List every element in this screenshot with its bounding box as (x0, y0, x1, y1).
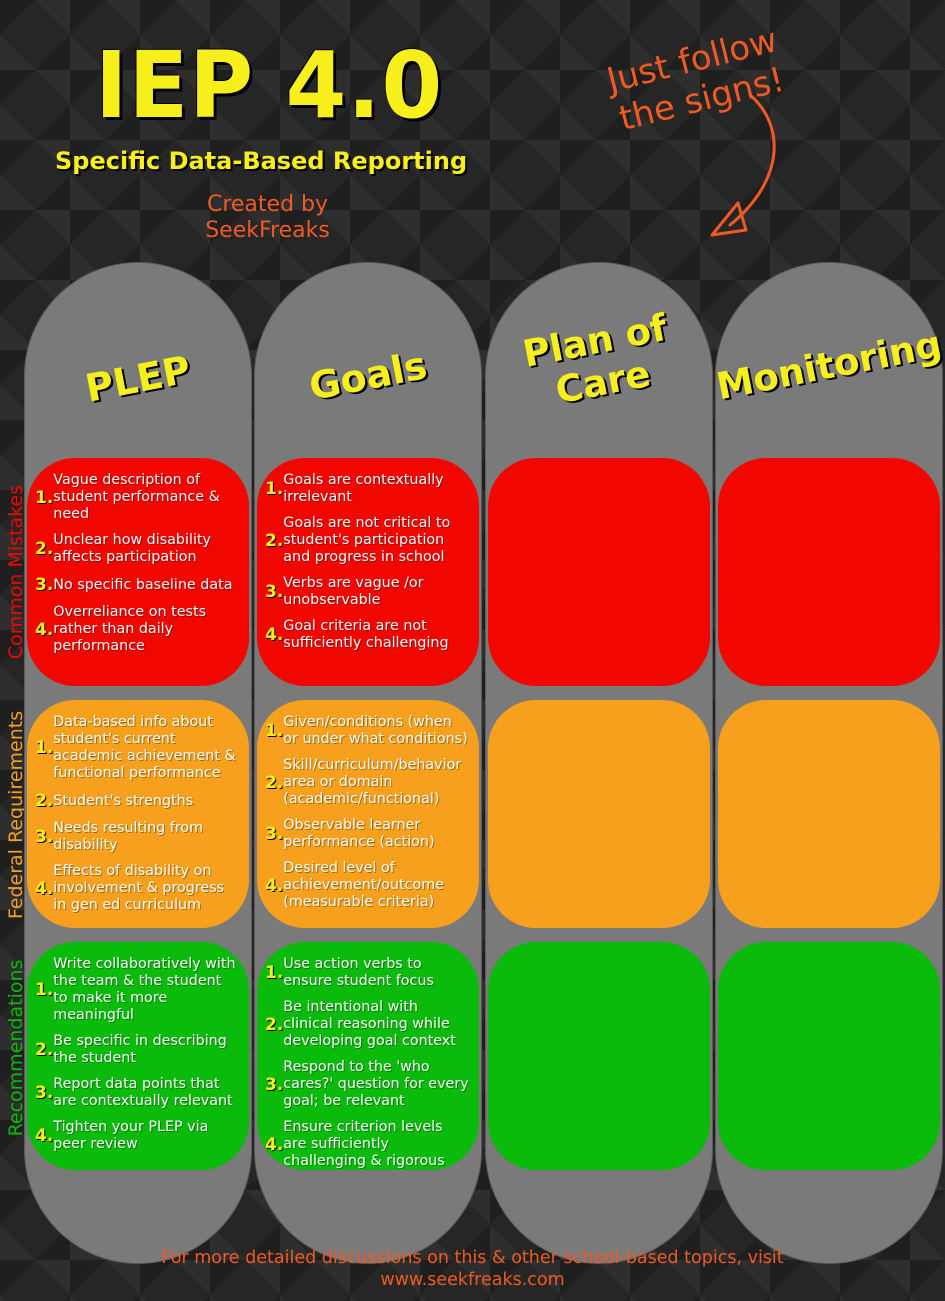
list-item: 1.Goals are contextually irrelevant (265, 472, 444, 505)
list-item: 2.Be specific in describing the student (35, 1033, 227, 1066)
list-item: 3.Respond to the 'who cares?' question f… (265, 1059, 469, 1109)
list-item: 3.Needs resulting from disability (35, 820, 204, 853)
list-item: 3.Report data points that are contextual… (35, 1076, 233, 1109)
goals-recommendations: 1.Use action verbs to ensure student foc… (257, 942, 479, 1170)
page-title: IEP 4.0 (95, 32, 444, 139)
plan-of-care-recommendations (488, 942, 710, 1170)
list-item: 1.Use action verbs to ensure student foc… (265, 956, 434, 989)
list-item: 2.Be intentional with clinical reasoning… (265, 999, 456, 1049)
page-subtitle: Specific Data-Based Reporting (55, 147, 468, 175)
list-item: 1.Given/conditions (when or under what c… (265, 714, 468, 747)
curved-arrow-icon (710, 93, 776, 237)
list-item: 1.Vague description of student performan… (35, 472, 220, 522)
column-monitoring: Monitoring (712, 262, 945, 1264)
plan-of-care-common-mistakes (488, 458, 710, 686)
list-item: 3.Verbs are vague /or unobservable (265, 575, 424, 608)
list-item: 4.Tighten your PLEP via peer review (35, 1119, 209, 1152)
list-item: 2.Student's strengths (35, 791, 194, 811)
list-item: 4.Overreliance on tests rather than dail… (35, 604, 207, 654)
list-item: 4.Ensure criterion levels are sufficient… (265, 1119, 445, 1169)
footer-text: For more detailed discussions on this & … (161, 1248, 784, 1268)
column-plep: PLEP 1.Vague description of student perf… (24, 262, 252, 1264)
list-item: 4.Goal criteria are not sufficiently cha… (265, 618, 449, 651)
plep-common-mistakes: 1.Vague description of student performan… (27, 458, 249, 686)
credit-line-1: Created by (206, 192, 329, 217)
column-plan-of-care: Plan of Care (485, 262, 713, 1264)
list-item: 3.Observable learner performance (action… (265, 817, 435, 850)
plan-of-care-federal-requirements (488, 700, 710, 928)
credit-line-2: SeekFreaks (205, 218, 330, 243)
column-title-goals: Goals (305, 343, 431, 409)
list-item: 3.No specific baseline data (35, 575, 233, 595)
column-title-plep: PLEP (81, 347, 195, 411)
column-title-monitoring: Monitoring (712, 322, 945, 409)
monitoring-recommendations (718, 942, 940, 1170)
column-title-plan-of-care: Plan of Care (519, 305, 671, 413)
credit: Created by SeekFreaks (190, 192, 345, 244)
goals-federal-requirements: 1.Given/conditions (when or under what c… (257, 700, 479, 928)
list-item: 2.Unclear how disability affects partici… (35, 532, 211, 565)
plep-recommendations: 1.Write collaboratively with the team & … (27, 942, 249, 1170)
list-item: 2.Skill/curriculum/behavior area or doma… (265, 757, 462, 807)
footer-link[interactable]: www.seekfreaks.com (380, 1270, 565, 1290)
monitoring-federal-requirements (718, 700, 940, 928)
list-item: 4.Desired level of achievement/outcome (… (265, 860, 444, 910)
list-item: 1.Write collaboratively with the team & … (35, 956, 236, 1023)
column-goals: Goals 1.Goals are contextually irrelevan… (254, 262, 482, 1264)
list-item: 2.Goals are not critical to student's pa… (265, 515, 451, 565)
list-item: 4.Effects of disability on involvement &… (35, 863, 225, 913)
list-item: 1.Data-based info about student's curren… (35, 714, 236, 781)
plep-federal-requirements: 1.Data-based info about student's curren… (27, 700, 249, 928)
goals-common-mistakes: 1.Goals are contextually irrelevant 2.Go… (257, 458, 479, 686)
monitoring-common-mistakes (718, 458, 940, 686)
